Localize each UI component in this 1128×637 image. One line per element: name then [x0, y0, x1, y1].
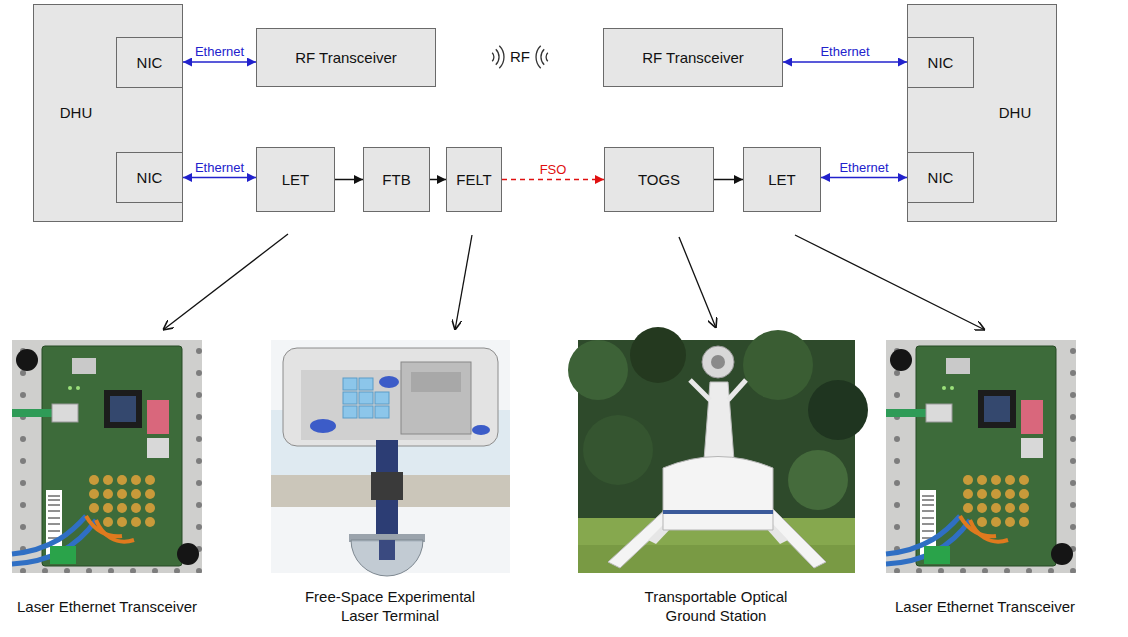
- connector-label: Ethernet: [837, 161, 890, 176]
- connector: [335, 179, 363, 181]
- connector: [783, 61, 907, 63]
- terminal-render: [343, 406, 357, 418]
- process-box: TOGS: [604, 147, 714, 212]
- terminal-render: [359, 378, 373, 390]
- ground-station-photo: [568, 327, 868, 573]
- terminal-render: [343, 378, 357, 390]
- box-label: NIC: [928, 54, 954, 72]
- box-label: NIC: [137, 54, 163, 72]
- connector-label: Ethernet: [193, 45, 246, 60]
- box-label: NIC: [928, 169, 954, 187]
- transceiver-box: RF Transceiver: [603, 28, 783, 87]
- ground-station-photo: [788, 450, 848, 510]
- box-label: DHU: [34, 104, 118, 122]
- terminal-render: [411, 372, 461, 392]
- connector: [183, 177, 256, 179]
- terminal-render: [271, 340, 510, 576]
- terminal-render: [283, 348, 498, 446]
- transceiver-photo: [886, 340, 1076, 573]
- photo-caption: Transportable Optical Ground Station: [629, 588, 804, 626]
- ground-station-photo: [630, 327, 686, 383]
- terminal-render: [379, 376, 399, 388]
- connector: [714, 179, 743, 181]
- ground-station-photo: [702, 346, 734, 378]
- process-box: LET: [256, 147, 335, 212]
- box-label: NIC: [137, 169, 163, 187]
- signal-label: RF: [510, 48, 530, 67]
- terminal-render: [310, 419, 336, 433]
- connector: [183, 61, 256, 63]
- rf-waves: [492, 46, 548, 69]
- leader-arrows: [795, 235, 985, 330]
- connector-label: Ethernet: [193, 161, 246, 176]
- box-label: LET: [768, 171, 796, 189]
- photo-caption: Laser Ethernet Transceiver: [880, 598, 1090, 617]
- rf-waves: [541, 49, 544, 65]
- terminal-render: [375, 406, 389, 418]
- connector: [821, 177, 907, 179]
- ground-station-photo: [690, 380, 710, 400]
- ground-station-photo: [704, 382, 734, 460]
- process-box: LET: [743, 147, 821, 212]
- connector: [502, 179, 604, 181]
- terminal-render: [472, 425, 490, 435]
- process-box: FTB: [363, 147, 430, 212]
- terminal-render: [379, 540, 395, 560]
- transceiver-photo: [12, 340, 202, 573]
- transceiver-box: RF Transceiver: [256, 28, 436, 87]
- photo-caption: Free-Space Experimental Laser Terminal: [295, 588, 485, 626]
- connector-label: Ethernet: [818, 45, 871, 60]
- rf-waves: [492, 53, 494, 61]
- rf-waves: [496, 49, 499, 65]
- ground-station-photo: [808, 380, 868, 440]
- connector-label: FSO: [538, 163, 569, 178]
- ground-station-photo: [743, 330, 813, 400]
- terminal-render: [351, 540, 423, 576]
- ground-station-photo: [568, 340, 628, 400]
- ground-station-photo: [663, 510, 773, 514]
- terminal-render: [375, 392, 389, 404]
- ground-station-photo: [583, 415, 653, 485]
- box-label: RF Transceiver: [642, 49, 744, 67]
- box-label: FELT: [456, 171, 492, 189]
- box-label: DHU: [974, 104, 1056, 122]
- rf-waves: [536, 46, 541, 69]
- rf-waves: [499, 46, 504, 69]
- unit-box: DHU NIC NIC: [907, 4, 1057, 222]
- rf-waves: [546, 53, 548, 61]
- interface-box: NIC: [907, 37, 974, 88]
- leader-arrows: [163, 234, 985, 330]
- terminal-render: [359, 406, 373, 418]
- ground-station-photo: [711, 355, 725, 369]
- process-box: FELT: [446, 147, 502, 212]
- photo-caption: Laser Ethernet Transceiver: [2, 598, 212, 617]
- leader-arrows: [455, 235, 472, 330]
- box-label: TOGS: [638, 171, 680, 189]
- leader-arrows: [679, 237, 716, 328]
- ground-station-photo: [663, 457, 773, 531]
- terminal-render: [371, 472, 403, 500]
- interface-box: NIC: [116, 152, 183, 203]
- terminal-render: [401, 362, 471, 434]
- connector: [430, 179, 446, 181]
- terminal-render: [271, 340, 510, 573]
- box-label: RF Transceiver: [295, 49, 397, 67]
- terminal-render: [359, 392, 373, 404]
- ground-station-photo: [728, 380, 746, 400]
- interface-box: NIC: [116, 37, 183, 88]
- terminal-render: [343, 392, 357, 404]
- unit-box: DHU NIC NIC: [33, 4, 183, 222]
- box-label: LET: [282, 171, 310, 189]
- interface-box: NIC: [907, 152, 974, 203]
- leader-arrows: [163, 234, 288, 330]
- box-label: FTB: [382, 171, 410, 189]
